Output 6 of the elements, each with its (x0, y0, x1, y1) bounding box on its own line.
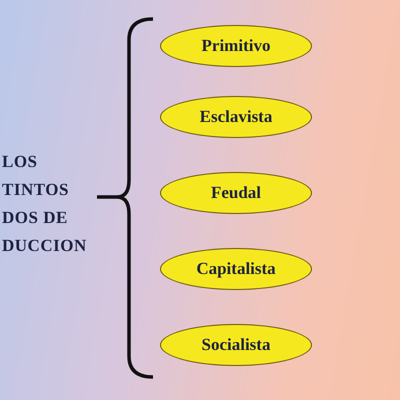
heading-text: LOS TINTOS DOS DE DUCCION (2, 148, 98, 260)
mode-ellipse: Feudal (160, 172, 312, 214)
mode-ellipse: Primitivo (160, 25, 312, 67)
mode-ellipse: Socialista (160, 324, 312, 366)
mode-ellipse: Esclavista (160, 96, 312, 138)
mode-ellipse: Capitalista (160, 248, 312, 290)
